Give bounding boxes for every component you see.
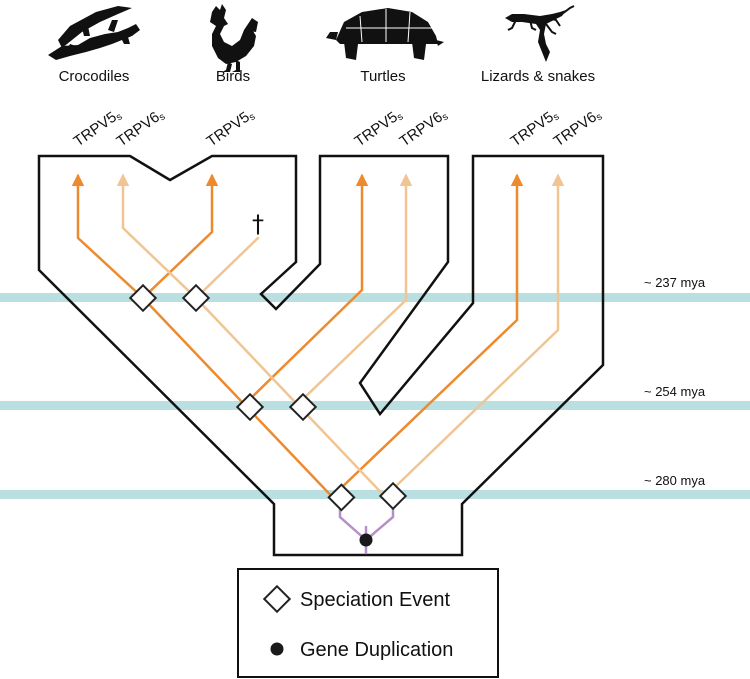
lizard-icon (505, 5, 575, 62)
legend-box (237, 568, 499, 678)
taxon-label-lizards-snakes: Lizards & snakes (481, 68, 595, 85)
gene-label-bird-trpv5: TRPV5s (204, 106, 258, 151)
legend-speciation-label: Speciation Event (300, 589, 451, 611)
time-label-254: ~ 254 mya (644, 384, 706, 399)
trpv6-bird-lost-branch (194, 236, 260, 300)
legend-speciation-icon (262, 584, 292, 614)
species-tree-outline (37, 154, 605, 557)
rooster-icon (210, 4, 258, 72)
trpv5-turtle-branch (248, 173, 369, 401)
speciation-diamond (181, 283, 211, 313)
speciation-diamond (128, 283, 158, 313)
taxon-label-turtles: Turtles (360, 68, 405, 85)
trpv6-lizard-branch (391, 173, 565, 491)
trpv6-turtle-branch (301, 173, 413, 401)
time-bands (0, 293, 750, 499)
gene-label-turtle-trpv5: TRPV5s (352, 106, 406, 151)
gene-tree (71, 173, 565, 555)
speciation-diamond (327, 483, 356, 512)
legend-duplication-icon (270, 642, 284, 656)
gene-loss-dagger: † (252, 210, 264, 238)
gene-duplication-dot (359, 533, 373, 547)
taxa-labels: Crocodiles Birds Turtles Lizards & snake… (59, 68, 596, 85)
taxa-icons (48, 4, 575, 72)
legend: Speciation Event Gene Duplication (237, 568, 499, 678)
trpv5-croc-branch (71, 173, 145, 300)
trpv5-lizard-branch (338, 173, 524, 491)
gene-label-lizard-trpv6: TRPV6s (551, 106, 605, 151)
time-label-237: ~ 237 mya (644, 275, 706, 290)
crocodile-icon (48, 6, 140, 60)
gene-label-lizard-trpv5: TRPV5s (508, 106, 562, 151)
time-band-237 (0, 293, 750, 302)
time-band-280 (0, 490, 750, 499)
taxon-label-birds: Birds (216, 68, 250, 85)
trpv6-croc-branch (116, 173, 198, 300)
gene-label-croc-trpv5: TRPV5s (71, 106, 125, 151)
taxon-label-crocodiles: Crocodiles (59, 68, 130, 85)
turtle-icon (326, 8, 444, 60)
gene-label-turtle-trpv6: TRPV6s (397, 106, 451, 151)
time-labels: ~ 237 mya ~ 254 mya ~ 280 mya (644, 275, 706, 488)
gene-labels: TRPV5s TRPV6s TRPV5s TRPV5s TRPV6s TRPV5… (71, 106, 605, 151)
speciation-diamond (378, 481, 408, 511)
trpv5-bird-branch (141, 173, 219, 300)
speciation-diamond (235, 392, 265, 422)
speciation-diamond (288, 392, 318, 422)
legend-duplication-label: Gene Duplication (300, 639, 453, 661)
species-tree-outer (37, 154, 605, 557)
gene-label-croc-trpv6: TRPV6s (114, 106, 168, 151)
time-label-280: ~ 280 mya (644, 473, 706, 488)
speciation-events (128, 283, 408, 512)
